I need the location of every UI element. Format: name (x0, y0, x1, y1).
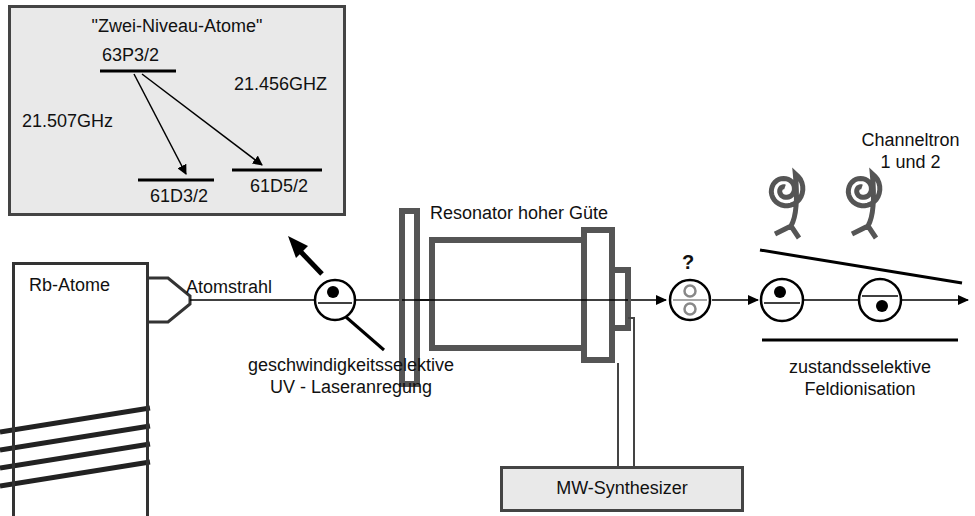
question-mark: ? (682, 250, 694, 274)
ionisation-plates (760, 250, 962, 340)
inset-background (9, 6, 345, 215)
channeltron-horn (848, 174, 880, 238)
unknown-atom (670, 280, 710, 320)
excited-atom (315, 280, 355, 320)
node-text: Rb-Atome (29, 275, 146, 297)
laser-leader (346, 317, 384, 350)
channeltron (771, 174, 880, 238)
detector-label: Channeltron 1 und 2 (858, 130, 963, 173)
microwave-feed (628, 318, 634, 466)
frequency-label: 21.456GHZ (234, 74, 327, 96)
resonator-area: Resonator hoher Güte (398, 203, 638, 363)
oven-nozzle (148, 278, 190, 322)
level-label: 61D3/2 (150, 186, 208, 208)
node-text: Resonator hoher Güte (430, 203, 638, 225)
node-text: MW-Synthesizer (556, 478, 688, 500)
atom-beam-in-resonator (402, 299, 628, 301)
heating-coil (0, 408, 150, 486)
microwave-feed-line (617, 363, 619, 466)
laser-label: geschwindigkeitsselektive UV - Laseranre… (236, 355, 466, 398)
frequency-label: 21.507GHz (22, 111, 113, 133)
level-label: 63P3/2 (102, 45, 159, 67)
beam-label: Atomstrahl (186, 277, 272, 299)
node-text: "Zwei-Niveau-Atome" (17, 16, 337, 38)
level-label: 61D5/2 (250, 176, 308, 198)
ionisation-label: zustandsselektive Feldionisation (775, 357, 945, 400)
inset-pointer-arrow (288, 236, 322, 274)
coil-winding (0, 462, 150, 486)
detected-atoms (761, 279, 901, 321)
channeltron-horn (771, 174, 803, 238)
atom-beam (190, 299, 968, 301)
synthesizer-box: MW-Synthesizer (500, 466, 744, 512)
oven-box: Rb-Atome (12, 262, 149, 516)
